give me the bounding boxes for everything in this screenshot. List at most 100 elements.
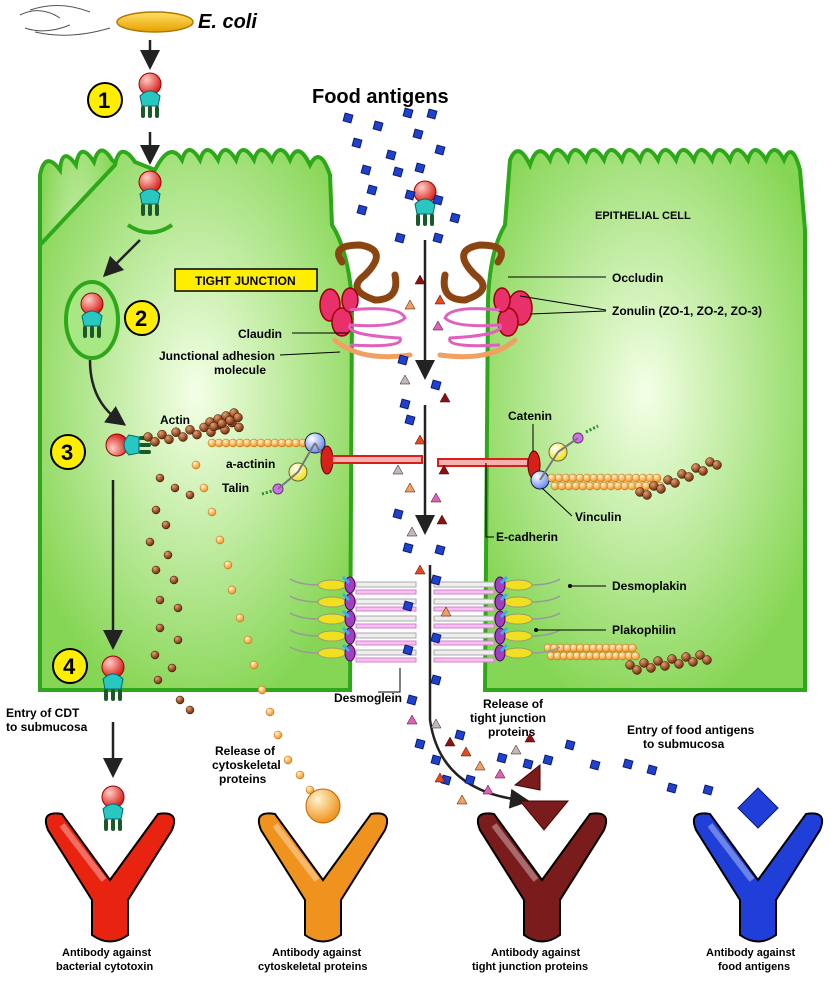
antibody-shape [257,812,389,943]
keratin-filament [529,612,561,620]
actin-bead [625,660,635,670]
food-antigen-particle [404,189,416,201]
actinin-bead [628,643,637,653]
plakophilin-label: Plakophilin [612,623,676,637]
food-antigen-particle [351,137,363,149]
desmosome-blue [499,609,509,619]
cdt-entry-line2: to submucosa [6,720,88,734]
desmosome-blue [499,575,509,585]
food-antigen-particle [392,508,404,520]
cytoskeletal-antigen-bound [305,788,341,824]
step-2-marker: 2 [124,300,160,336]
desmosome-blue [499,643,509,653]
actin-fragment [175,695,185,705]
e-cadherin-label: E-cadherin [496,530,558,544]
actin-bead [233,412,243,423]
actinin-fragment [295,770,305,780]
actin-fragment [150,650,160,660]
tj-fragment [430,492,442,503]
cyto-release-line2: cytoskeletal [212,758,281,772]
tj-fragment [440,606,452,617]
food-antigen-particle [432,194,444,206]
food-entry-line1: Entry of food antigens [627,723,755,737]
antibody-highlight [59,823,107,882]
food-antigen-particle [702,784,714,796]
left-epithelial-cell-body [38,148,355,692]
food-antigen-particle [432,232,444,244]
claudin-right [443,307,502,348]
actin-bead [681,652,691,662]
ecoli-label: E. coli [198,11,257,33]
tj-fragment [444,736,456,747]
tj-fragment [439,392,451,403]
antibody-tight-junction [476,812,608,943]
food-antigen-particle [402,107,414,119]
keratin-filament [289,629,321,637]
food-antigen-particle [402,542,414,554]
actinin-fragment [235,613,245,623]
antibody-shape [44,812,176,943]
actin-fragment [161,520,171,530]
desmoplakin-label: Desmoplakin [612,579,687,593]
actin-fragment [167,663,177,673]
tj-fragment [494,768,506,779]
cyto-release-line3: proteins [219,772,267,786]
tj-release-line2: tight junction [470,711,546,725]
tj-fragment [414,434,426,445]
food-antigen-particle [402,600,414,612]
actin-fragment [173,635,183,645]
food-antigen-particle [404,414,416,426]
cdt-toxin-entering [138,170,162,217]
desmocollin-right [433,589,495,595]
food-antigen-particle [646,764,658,776]
food-antigen-particle [372,120,384,132]
actinin-fragment [223,560,233,570]
antibody-1-label-line2: cytoskeletal proteins [258,961,367,973]
desmoglein-label: Desmoglein [334,691,402,705]
actin-fragment [170,483,180,493]
food-antigens-title: Food antigens [312,86,449,108]
actin-bead [702,655,712,665]
actin-filament [143,408,244,447]
desmoglein-left [355,649,417,656]
food-antigen-particle [464,774,476,786]
desmocollin-left [355,657,417,663]
actin-bead [656,484,666,494]
jam-label-line1: Junctional adhesion [159,349,275,363]
food-antigen-bound [737,787,779,829]
cdt-entry-line1: Entry of CDT [6,706,80,720]
step-4-number: 4 [63,654,76,679]
food-antigen-particle [412,128,424,140]
desmoglein-right [433,598,495,605]
desmoglein-left [355,615,417,622]
desmoglein-left [355,632,417,639]
desmoglein-left [355,598,417,605]
actin-right [625,457,722,675]
food-antigen-particle [564,739,576,751]
actinin-fragment [273,730,283,740]
tj-release-line3: proteins [488,725,536,739]
step-3-marker: 3 [50,434,86,470]
e-cadherin-left [331,455,423,464]
food-antigen-particle [430,674,442,686]
desmosome-blue [499,592,509,602]
antibody-0-label-line2: bacterial cytotoxin [56,961,153,973]
actin-bead [670,478,680,488]
actin-bead [688,657,698,667]
alpha-actinin-chain [207,438,308,448]
food-antigen-particle [360,164,372,176]
antibody-shape [692,812,824,943]
epithelial-cell-label: EPITHELIAL CELL [595,210,691,222]
actin-fragment [155,473,165,483]
actinin-fragment [265,707,275,717]
food-antigens-particles [342,107,714,796]
food-antigen-particle [622,758,634,770]
actin-bead [674,659,684,669]
actin-bead [653,656,663,666]
desmocollin-right [433,623,495,629]
tj-fragment [438,464,450,475]
keratin-filament [289,595,321,603]
food-antigen-particle [402,644,414,656]
cdt-toxin-1 [138,72,162,119]
